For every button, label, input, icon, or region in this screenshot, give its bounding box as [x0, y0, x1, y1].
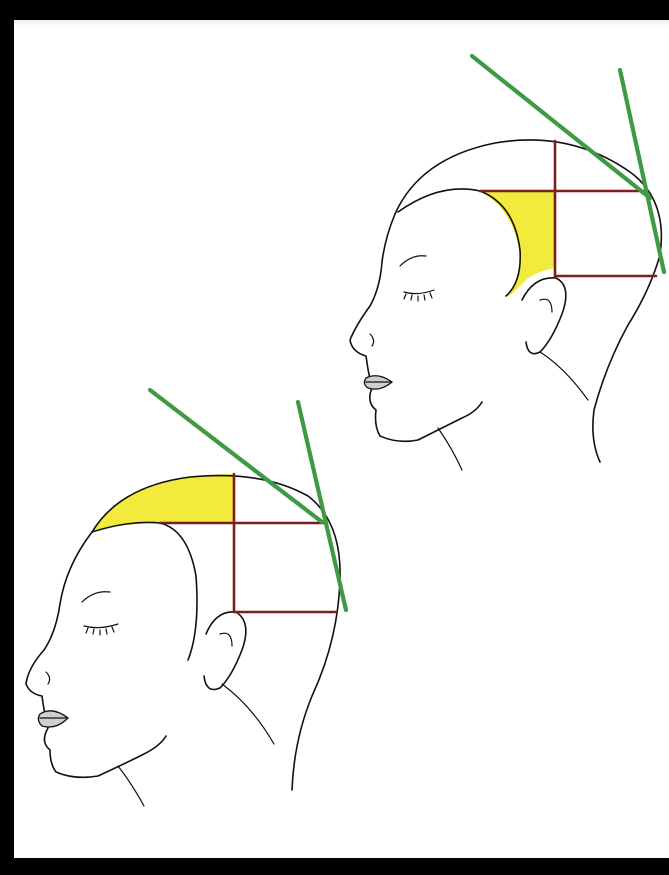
lips-lower — [38, 711, 68, 727]
ear-upper — [522, 278, 566, 354]
eyebrow-lower — [82, 592, 110, 602]
hairline-upper — [398, 189, 520, 296]
highlighted-section-side-panel — [480, 191, 555, 296]
nostril-lower — [46, 672, 50, 684]
eyelash-upper — [404, 293, 432, 301]
ear-inner-upper — [540, 299, 552, 312]
eyelash-lower — [86, 627, 114, 635]
neck-front-lower — [118, 766, 144, 806]
face-profile-upper — [350, 214, 482, 441]
jaw-line-upper — [540, 352, 588, 400]
eyebrow-upper — [400, 256, 426, 266]
jaw-line-lower — [222, 684, 274, 744]
ear-inner-lower — [220, 633, 232, 646]
eye-lower — [84, 624, 118, 628]
head-outline-upper — [395, 140, 661, 462]
guide-line-short-upper — [620, 70, 664, 272]
head-upper-right — [350, 56, 664, 470]
neck-front-upper — [438, 428, 462, 470]
face-profile-lower — [26, 532, 166, 777]
guide-line-short-lower — [298, 402, 346, 610]
ear-lower — [204, 612, 246, 690]
nostril-upper — [370, 334, 374, 346]
head-lower-left — [26, 390, 346, 806]
